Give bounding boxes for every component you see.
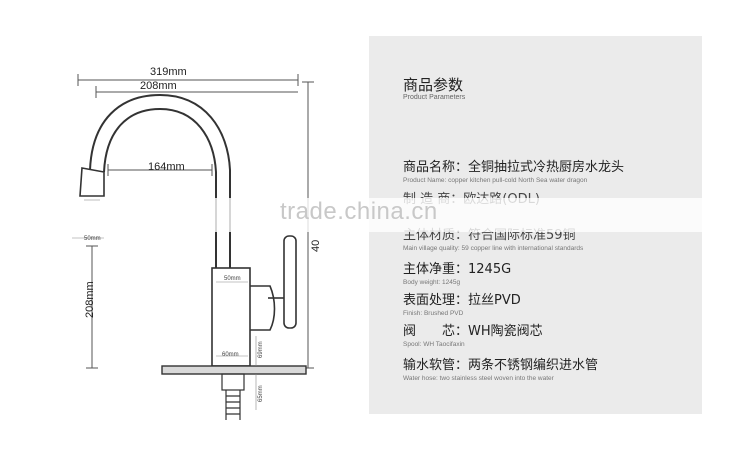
dim-208mm-top: 208mm: [140, 80, 177, 92]
param-row-product-name: 商品名称：全铜抽拉式冷热厨房水龙头 Product Name: copper k…: [403, 156, 693, 184]
product-parameters-panel: 商品参数 Product Parameters 商品名称：全铜抽拉式冷热厨房水龙…: [369, 36, 702, 414]
dim-height-right: 40: [310, 239, 322, 252]
param-english: Main village quality: 59 copper line wit…: [403, 245, 584, 252]
dim-50mm-body: 50mm: [224, 276, 241, 282]
watermark-band: [60, 198, 750, 232]
param-label: 输水软管：两条不锈钢编织进水管: [403, 358, 599, 373]
param-row-finish: 表面处理：拉丝PVD Finish: Brushed PVD: [403, 289, 693, 317]
param-label: 商品名称：全铜抽拉式冷热厨房水龙头: [403, 160, 625, 175]
dim-319mm: 319mm: [150, 66, 187, 78]
param-label: 主体净重：1245G: [403, 262, 512, 277]
watermark-text: trade.china.cn: [280, 198, 438, 225]
panel-subtitle: Product Parameters: [403, 94, 466, 101]
param-english: Finish: Brushed PVD: [403, 310, 464, 317]
param-row-spool: 阀 芯：WH陶瓷阀芯 Spool: WH Taocifaxin: [403, 320, 693, 348]
dim-69mm: 69mm: [258, 341, 264, 358]
param-english: Water hose: two stainless steel woven in…: [403, 375, 554, 382]
param-label: 阀 芯：WH陶瓷阀芯: [403, 324, 543, 339]
dim-164mm: 164mm: [148, 161, 185, 173]
dim-65mm: 65mm: [258, 385, 264, 402]
param-english: Product Name: copper kitchen pull-cold N…: [403, 177, 588, 184]
panel-title: 商品参数: [403, 76, 464, 94]
param-row-weight: 主体净重：1245G Body weight: 1245g: [403, 258, 693, 286]
param-english: Spool: WH Taocifaxin: [403, 341, 465, 348]
param-english: Body weight: 1245g: [403, 279, 461, 286]
dim-50mm-spray: 50mm: [84, 236, 101, 242]
dim-60mm: 60mm: [222, 352, 239, 358]
dim-208mm-side: 208mm: [84, 281, 96, 318]
param-row-hose: 输水软管：两条不锈钢编织进水管 Water hose: two stainles…: [403, 354, 693, 382]
param-label: 表面处理：拉丝PVD: [403, 293, 521, 308]
